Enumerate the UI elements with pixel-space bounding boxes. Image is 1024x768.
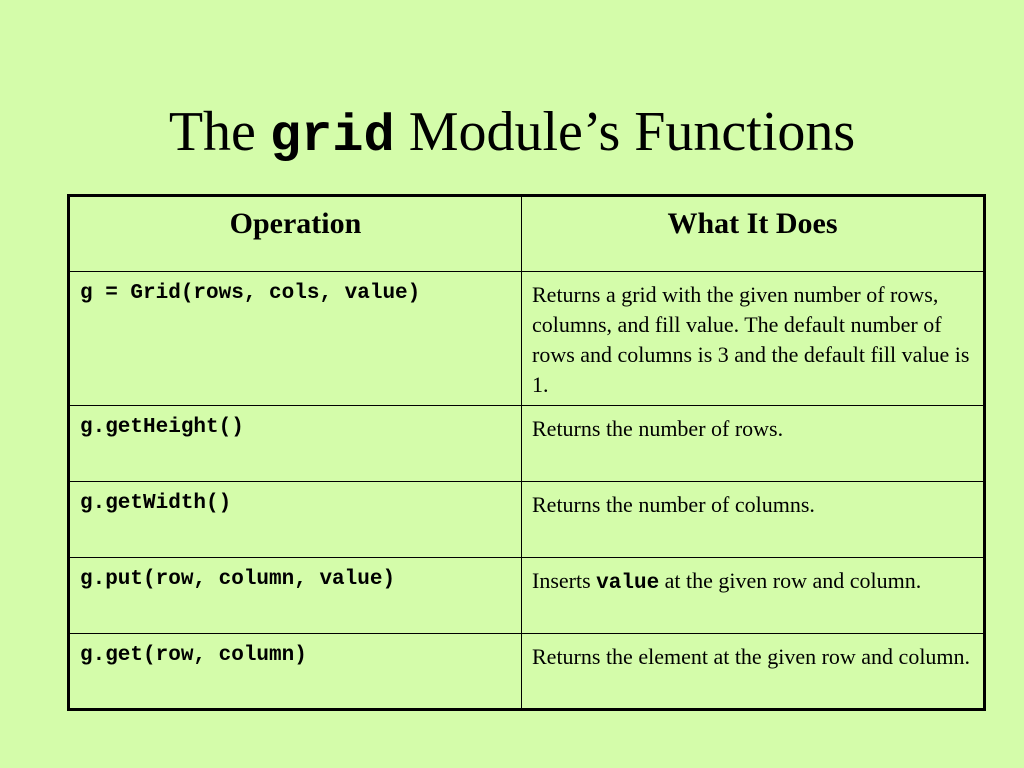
header-operation: Operation xyxy=(68,195,522,272)
slide-title: The grid Module’s Functions xyxy=(0,92,1024,177)
description-cell: Returns the number of columns. xyxy=(521,481,985,558)
table-row: g.getHeight() Returns the number of rows… xyxy=(68,405,985,482)
description-prefix: Inserts xyxy=(532,568,597,593)
table-row: g = Grid(rows, cols, value) Returns a gr… xyxy=(68,271,985,406)
description-cell: Returns the number of rows. xyxy=(521,405,985,482)
description-cell: Inserts value at the given row and colum… xyxy=(521,557,985,634)
description-suffix: at the given row and column. xyxy=(659,568,922,593)
operation-cell: g.get(row, column) xyxy=(68,633,522,710)
description-code: value xyxy=(596,572,660,595)
table-row: g.get(row, column) Returns the element a… xyxy=(68,633,985,710)
functions-table: Operation What It Does g = Grid(rows, co… xyxy=(67,194,986,711)
title-code: grid xyxy=(269,107,395,166)
title-prefix: The xyxy=(168,101,270,163)
table-row: g.put(row, column, value) Inserts value … xyxy=(68,557,985,634)
description-cell: Returns a grid with the given number of … xyxy=(521,271,985,406)
operation-cell: g.getWidth() xyxy=(68,481,522,558)
table-header-row: Operation What It Does xyxy=(68,195,985,272)
operation-cell: g.put(row, column, value) xyxy=(68,557,522,634)
operation-cell: g = Grid(rows, cols, value) xyxy=(68,271,522,406)
title-suffix: Module’s Functions xyxy=(394,101,856,163)
description-cell: Returns the element at the given row and… xyxy=(521,633,985,710)
header-what-it-does: What It Does xyxy=(521,195,985,272)
operation-cell: g.getHeight() xyxy=(68,405,522,482)
table-row: g.getWidth() Returns the number of colum… xyxy=(68,481,985,558)
